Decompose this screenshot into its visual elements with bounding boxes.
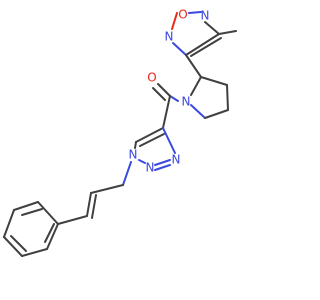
oxadiazole-n-c-bond	[172, 42, 187, 56]
vinyl-phenyl-bond	[57, 215, 88, 225]
oxadiazole-nitrogen-label-left: N	[165, 30, 174, 44]
oxadiazole-n-o-bond	[188, 11, 202, 14]
oxadiazole-nitrogen-label-right: N	[201, 9, 210, 23]
triazole-n3-c4-bond	[162, 127, 176, 154]
carbonyl-double-a	[157, 83, 171, 97]
bond-layer	[3, 11, 237, 257]
triazole-c4-c5-bond	[135, 127, 164, 143]
triazole-n2-n3-bond	[154, 159, 171, 166]
amide-c-triazole-bond	[162, 95, 171, 129]
pyrrolidine-nitrogen-label: N	[182, 95, 191, 109]
oxadiazole-c-c-bond	[185, 33, 220, 56]
amide-n-c-bond	[169, 95, 179, 102]
triazole-n1-label: N	[129, 148, 138, 162]
n1-ch2-bond	[122, 161, 132, 186]
methyl-bond	[218, 30, 237, 35]
oxadiazole-oxygen-label: O	[178, 8, 187, 22]
pyrrolidine-n-c5-bond	[190, 104, 206, 119]
phenyl-bond-1	[37, 201, 59, 225]
oxadiazole-c-c-double	[190, 37, 222, 57]
oxadiazole-c-n-bond	[204, 21, 220, 35]
phenyl-bond-5	[21, 248, 48, 257]
ch-ch-bond	[86, 192, 92, 217]
phenyl-bond-3	[3, 209, 15, 238]
oxadiazole-o-n-bond	[171, 12, 178, 30]
phenyl-bond-4	[3, 236, 23, 257]
triazole-n1-n2-bond	[138, 159, 146, 164]
carbonyl-double-b	[152, 87, 166, 101]
pyrrolidine-c4-c3-bond	[226, 84, 229, 111]
pyrrolidine-c2-n-bond	[190, 76, 202, 96]
triazole-n3-label: N	[172, 153, 181, 167]
phenyl-inner-1	[21, 208, 43, 216]
phenyl-inner-3	[44, 223, 55, 243]
molecule-structure: O N N O N N N N	[3, 7, 237, 257]
phenyl-bond-2	[13, 201, 39, 211]
triazole-n2-n3-double	[154, 164, 171, 171]
triazole-n2-label: N	[146, 161, 155, 175]
pyrrolidine-c3-c2-bond	[200, 76, 228, 86]
phenyl-inner-2	[10, 235, 27, 252]
carbonyl-oxygen-label: O	[147, 71, 156, 85]
ch-ch-double	[91, 194, 97, 219]
phenyl-bond-6	[46, 223, 59, 250]
ch2-ch-bond	[90, 184, 124, 194]
triazole-c5-n1-bond	[134, 141, 137, 149]
oxadiazole-pyrrolidine-bond	[185, 54, 202, 78]
pyrrolidine-c5-c4-bond	[204, 109, 229, 119]
triazole-c4-c5-double	[139, 133, 165, 147]
